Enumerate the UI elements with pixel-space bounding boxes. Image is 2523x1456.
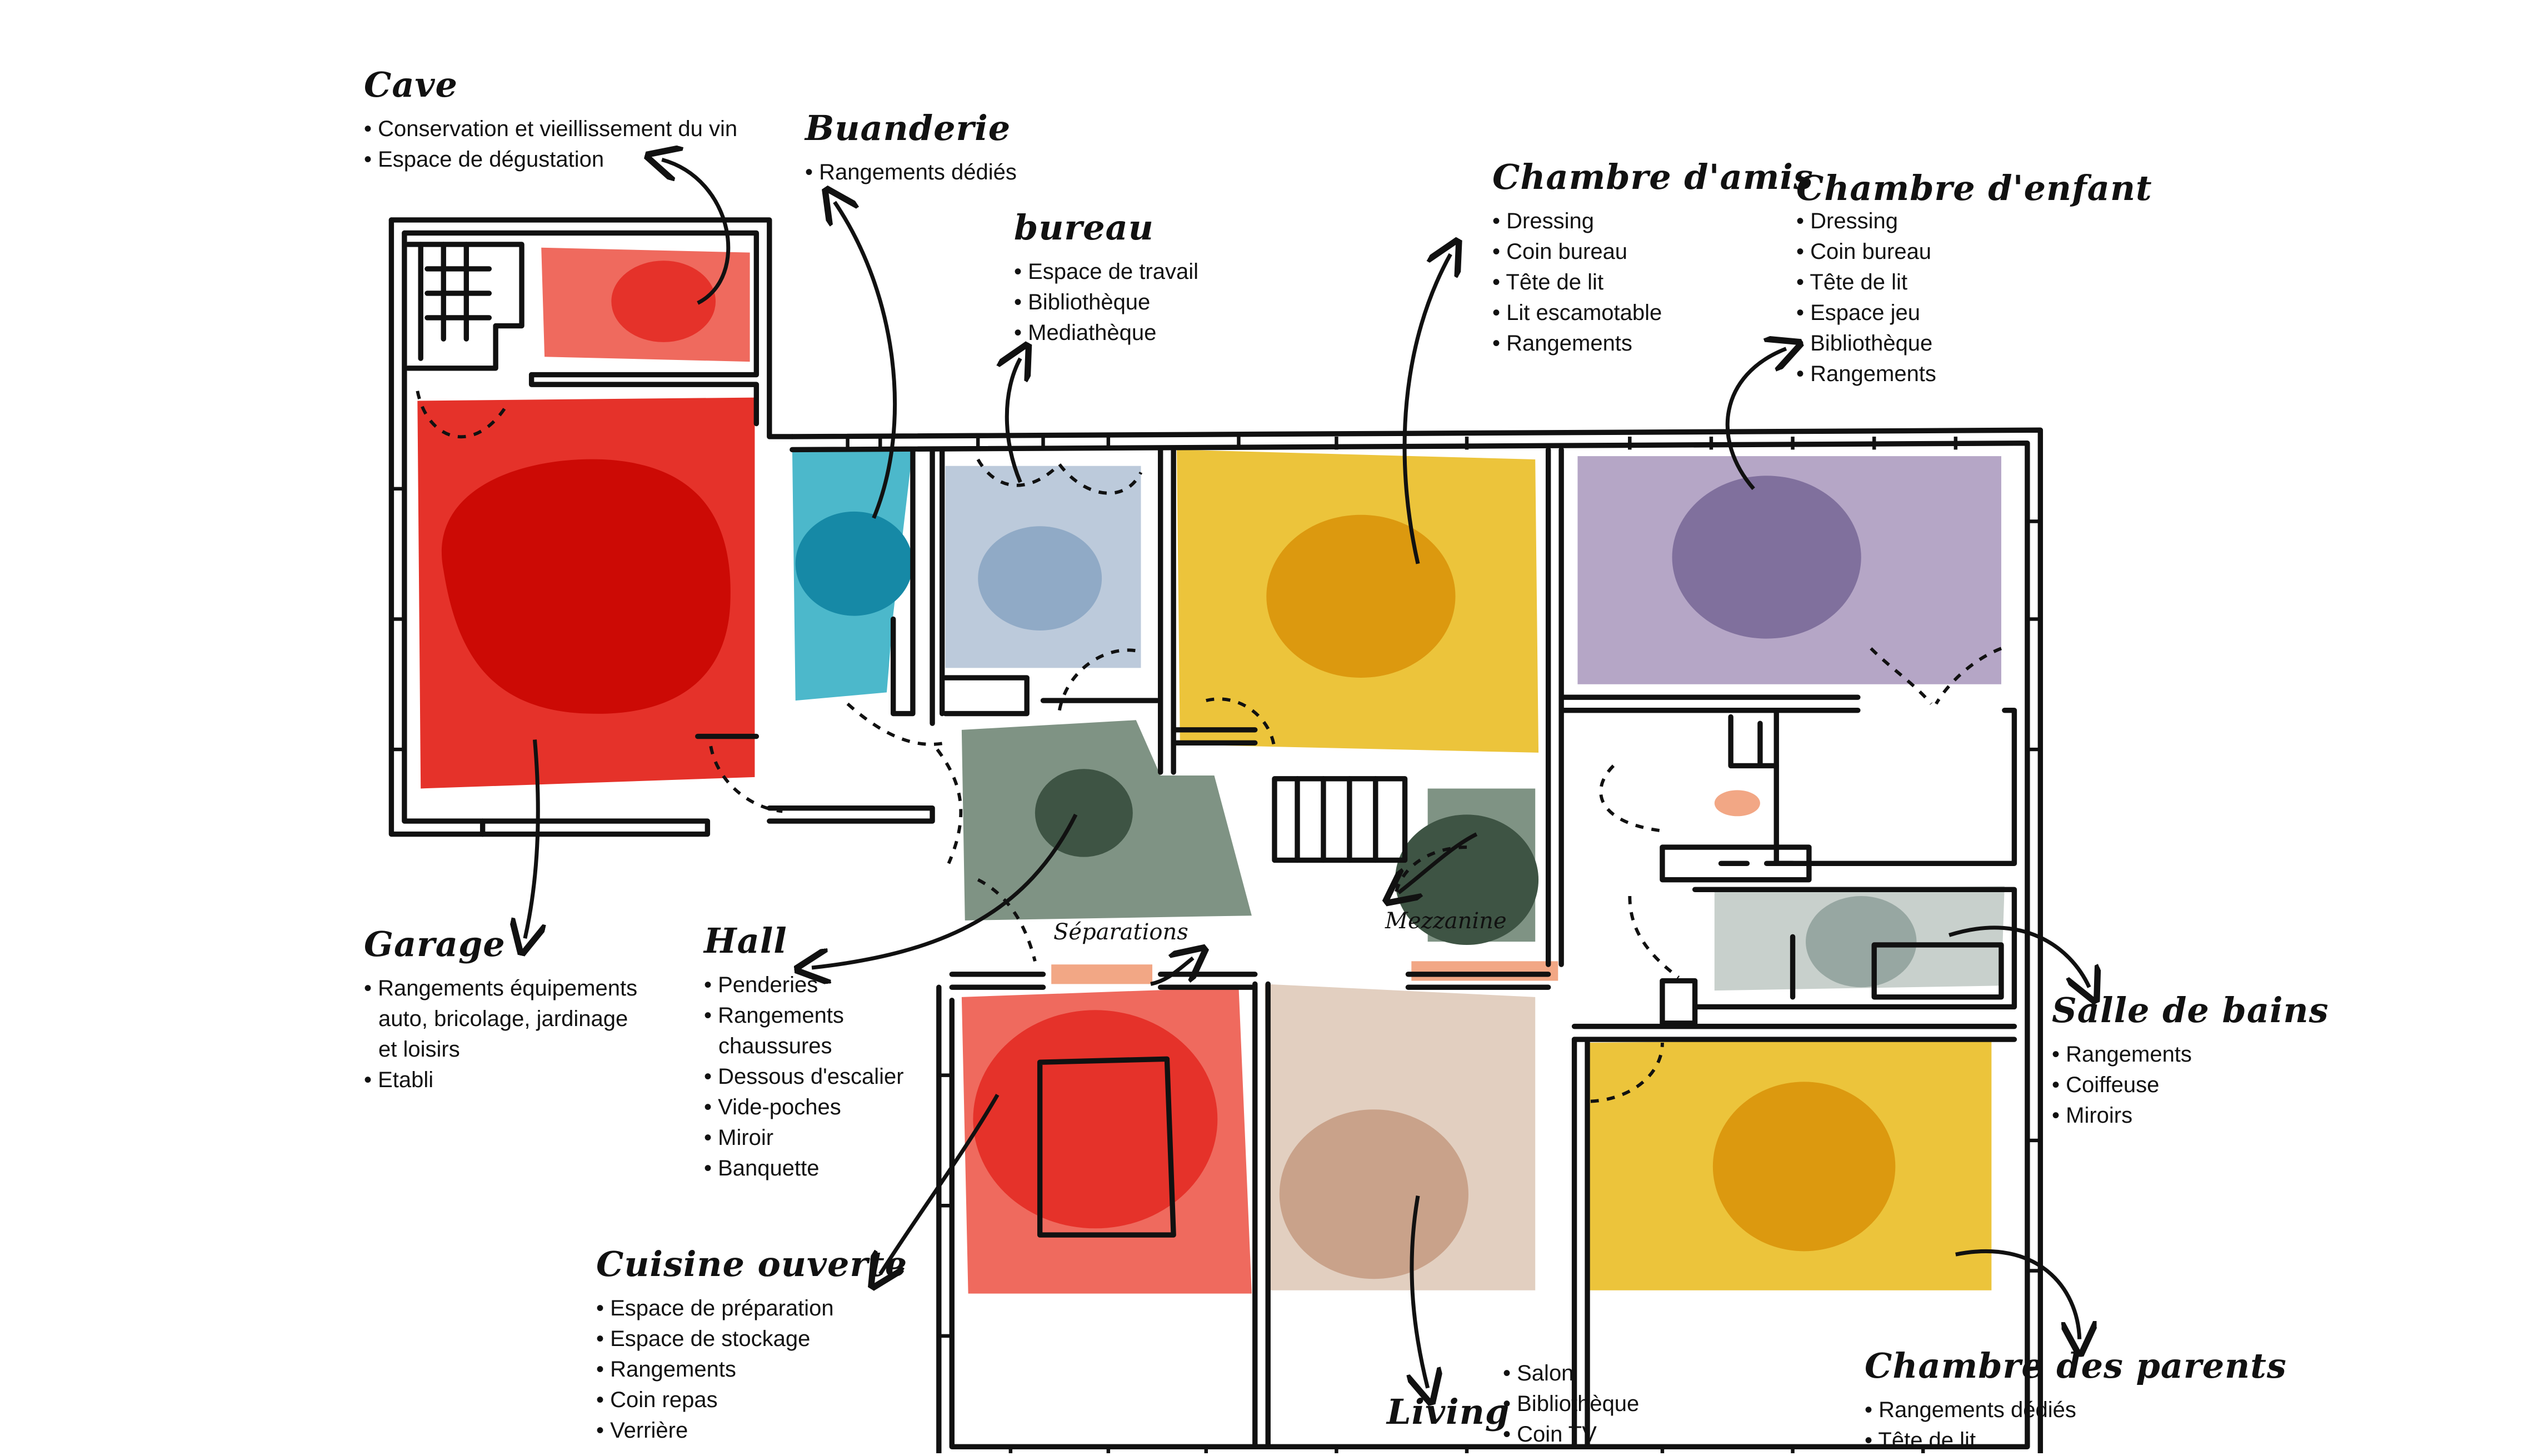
label-garage-title: Garage [364, 924, 506, 964]
label-chambre-amis-item: Coin bureau [1492, 237, 1813, 267]
label-cave-item: Conservation et vieillissement du vin [364, 114, 737, 144]
label-hall-item: Miroir [704, 1123, 904, 1153]
arrows [525, 159, 2089, 1388]
zone-cave-core [611, 261, 716, 342]
label-hall-title: Hall [704, 920, 787, 961]
arrow-chambre-amis [1402, 254, 1451, 564]
annotation-mezzanine: Mezzanine [1385, 908, 1507, 934]
label-buanderie: Buanderie Rangements dédiés [805, 109, 1017, 188]
label-garage-item: auto, bricolage, jardinage [378, 1007, 628, 1032]
label-chambre-enfant-item: Espace jeu [1796, 298, 2152, 328]
label-chambre-enfant-item: Rangements [1796, 359, 2152, 389]
label-living-item: Coin TV [1503, 1419, 1639, 1450]
label-bureau-title: bureau [1014, 207, 1154, 248]
label-cuisine: Cuisine ouverte Espace de préparation Es… [596, 1245, 907, 1446]
label-hall-item: Vide-poches [704, 1092, 904, 1123]
label-bureau-item: Espace de travail [1014, 257, 1198, 287]
label-hall: Hall Penderies Rangements chaussures Des… [704, 922, 904, 1184]
label-garage-item: et loisirs [378, 1037, 460, 1062]
label-buanderie-title: Buanderie [805, 108, 1011, 148]
arrow-mezzanine [1398, 832, 1478, 893]
arrow-separations [1150, 958, 1193, 986]
label-cuisine-item: Verrière [596, 1415, 907, 1446]
label-cuisine-item: Espace de préparation [596, 1293, 907, 1324]
label-garage: Garage Rangements équipements auto, bric… [364, 925, 637, 1095]
arrow-living [1412, 1195, 1428, 1388]
label-living-title: Living [1387, 1392, 1510, 1432]
label-salle-bains-item: Coiffeuse [2052, 1070, 2329, 1100]
zone-chambre-enfant-core [1672, 476, 1861, 639]
label-cuisine-item: Coin repas [596, 1385, 907, 1415]
zone-peach-fixture [1714, 790, 1760, 817]
label-chambre-amis-item: Rangements [1492, 328, 1813, 359]
arrow-chambre-parents [1955, 1249, 2080, 1339]
label-chambre-parents-item: Tête de lit [1865, 1425, 2287, 1456]
label-bureau-item: Mediathèque [1014, 318, 1198, 348]
label-chambre-amis: Chambre d'amis Dressing Coin bureau Tête… [1492, 158, 1813, 359]
zone-cuisine-core [973, 1010, 1218, 1229]
zone-chambre-parents-core [1712, 1082, 1896, 1252]
arrow-hall [812, 813, 1078, 968]
label-chambre-amis-item: Tête de lit [1492, 267, 1813, 298]
arrow-garage [525, 739, 538, 938]
zone-bureau-core [978, 526, 1102, 631]
label-hall-item: chaussures [718, 1034, 832, 1059]
zone-chambre-amis-core [1266, 514, 1456, 678]
label-salle-bains: Salle de bains Rangements Coiffeuse Miro… [2052, 990, 2329, 1131]
label-cuisine-item: Rangements [596, 1354, 907, 1385]
zone-salle-bains-core [1806, 896, 1917, 988]
label-hall-item: Dessous d'escalier [704, 1062, 903, 1092]
label-hall-item: Penderies [704, 970, 904, 1000]
label-garage-item: Etabli [364, 1065, 637, 1095]
label-salle-bains-item: Rangements [2052, 1039, 2329, 1070]
label-bureau-item: Bibliothèque [1014, 287, 1198, 318]
arrow-cuisine [880, 1094, 1000, 1274]
label-living-item: Salon [1503, 1358, 1639, 1389]
label-bureau: bureau Espace de travail Bibliothèque Me… [1014, 207, 1198, 348]
separation-panels [1051, 961, 1558, 984]
annotation-separations: Séparations [1053, 919, 1188, 945]
label-cave-title: Cave [364, 64, 458, 105]
label-chambre-enfant-title: Chambre d'enfant [1796, 168, 2152, 208]
zone-mezzanine-core [1395, 814, 1539, 945]
arrow-chambre-enfant [1725, 349, 1786, 491]
label-chambre-enfant-item: Tête de lit [1796, 267, 2152, 298]
arrow-buanderie [835, 202, 897, 519]
label-cuisine-item: Espace de stockage [596, 1324, 907, 1354]
label-hall-item: Rangements [704, 1000, 904, 1031]
label-chambre-enfant-item: Bibliothèque [1796, 328, 2152, 359]
label-living-item: Bibliothèque [1503, 1389, 1639, 1419]
label-chambre-enfant-item: Coin bureau [1796, 237, 2152, 267]
label-chambre-enfant: Chambre d'enfant Dressing Coin bureau Tê… [1796, 169, 2152, 389]
label-chambre-amis-item: Dressing [1492, 206, 1813, 237]
zone-garage-core [441, 459, 731, 714]
room-colour-zones [417, 247, 2005, 1294]
label-chambre-enfant-item: Dressing [1796, 206, 2152, 237]
label-garage-item: Rangements équipements [364, 973, 637, 1004]
arrow-bureau [1007, 358, 1020, 483]
label-cave: Cave Conservation et vieillissement du v… [364, 66, 737, 175]
label-buanderie-item: Rangements dédiés [805, 157, 1017, 188]
label-chambre-parents-item: Rangements dédiés [1865, 1395, 2287, 1425]
label-chambre-parents-title: Chambre des parents [1865, 1345, 2287, 1386]
label-hall-item: Banquette [704, 1153, 904, 1184]
wall-ticks [391, 436, 2041, 1453]
arrow-salle-bains [1949, 925, 2089, 987]
label-chambre-parents: Chambre des parents Rangements dédiés Tê… [1865, 1347, 2287, 1456]
zone-living-core [1279, 1109, 1468, 1279]
label-chambre-amis-title: Chambre d'amis [1492, 157, 1813, 197]
label-living: Salon Bibliothèque Coin TV [1503, 1358, 1639, 1450]
zone-buanderie-core [795, 511, 913, 616]
label-salle-bains-item: Miroirs [2052, 1100, 2329, 1131]
label-cuisine-title: Cuisine ouverte [596, 1244, 908, 1284]
label-chambre-amis-item: Lit escamotable [1492, 298, 1813, 328]
label-living-title-block: Living [1387, 1393, 1510, 1441]
zone-hall-core [1035, 769, 1133, 857]
label-salle-bains-title: Salle de bains [2052, 990, 2329, 1030]
label-cave-item: Espace de dégustation [364, 144, 737, 175]
